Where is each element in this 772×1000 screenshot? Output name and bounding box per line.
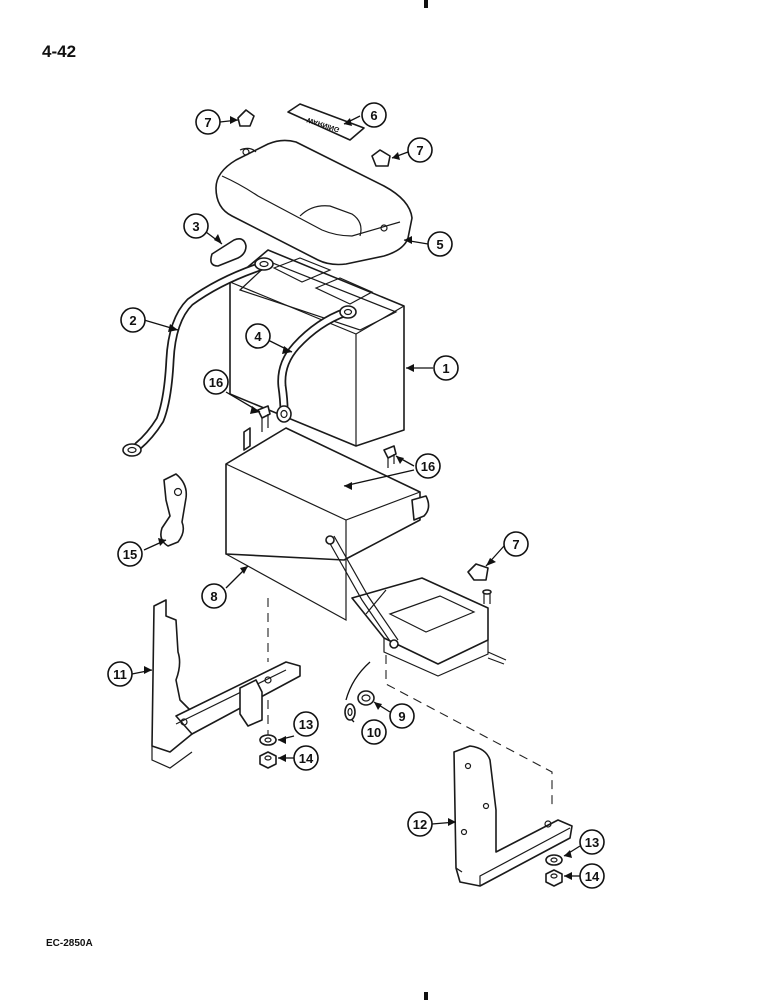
battery-cable-short [276,305,357,423]
callout-number: 4 [254,329,262,344]
callout-5: 5 [427,231,453,257]
washer-plug [344,703,356,721]
callout-11: 11 [107,661,133,687]
callout-number: 13 [585,835,599,850]
battery-cable-long [122,257,274,457]
callout-number: 2 [129,313,136,328]
battery-cover [215,139,413,266]
callout-number: 7 [512,537,519,552]
plug [357,690,375,706]
support-bracket-left [151,599,301,769]
callout-16a: 16 [203,369,229,395]
callout-number: 3 [192,219,199,234]
callout-number: 7 [204,115,211,130]
leader-lines [131,115,581,880]
callout-15: 15 [117,541,143,567]
callout-7a: 7 [195,109,221,135]
support-bracket-right [453,745,573,887]
washer-left [259,734,277,746]
wing-nut-top-right [371,149,391,167]
callout-number: 8 [210,589,217,604]
callout-number: 6 [370,108,377,123]
callout-number: 15 [123,547,137,562]
page-number: 4-42 [42,42,77,61]
callout-number: 5 [436,237,443,252]
callout-16b: 16 [415,453,441,479]
callout-9: 9 [389,703,415,729]
battery-tray [225,427,507,677]
callout-7c: 7 [503,531,529,557]
bolt-right [383,445,397,468]
callout-1: 1 [433,355,459,381]
callout-13b: 13 [579,829,605,855]
callout-13a: 13 [293,711,319,737]
terminal-cap [210,238,247,267]
figure-code: EC-2850A [46,938,93,949]
registration-mark-bottom [424,992,428,1000]
registration-mark-top [424,0,428,8]
callout-number: 14 [299,751,314,766]
callout-number: 16 [209,375,223,390]
nut-right [545,869,563,887]
wing-nut-top-left [237,109,255,127]
callout-4: 4 [245,323,271,349]
callout-number: 16 [421,459,435,474]
callout-10: 10 [361,719,387,745]
callout-number: 1 [442,361,449,376]
warning-decal: WARNING [287,103,365,141]
callout-3: 3 [183,213,209,239]
callout-8: 8 [201,583,227,609]
cable-clip [160,473,188,547]
callout-2: 2 [120,307,146,333]
callout-number: 14 [585,869,600,884]
callout-number: 10 [367,725,381,740]
washer-right [545,854,563,866]
callout-number: 11 [113,667,127,682]
callout-12: 12 [407,811,433,837]
callout-7b: 7 [407,137,433,163]
callout-number: 12 [413,817,427,832]
callout-number: 7 [416,143,423,158]
callout-14a: 14 [293,745,319,771]
wing-nut-lower-right [467,563,489,581]
bolt-left [257,405,271,432]
nut-left [259,751,277,769]
callout-6: 6 [361,102,387,128]
callout-14b: 14 [579,863,605,889]
battery [229,249,405,447]
callout-number: 9 [398,709,405,724]
callout-number: 13 [299,717,313,732]
